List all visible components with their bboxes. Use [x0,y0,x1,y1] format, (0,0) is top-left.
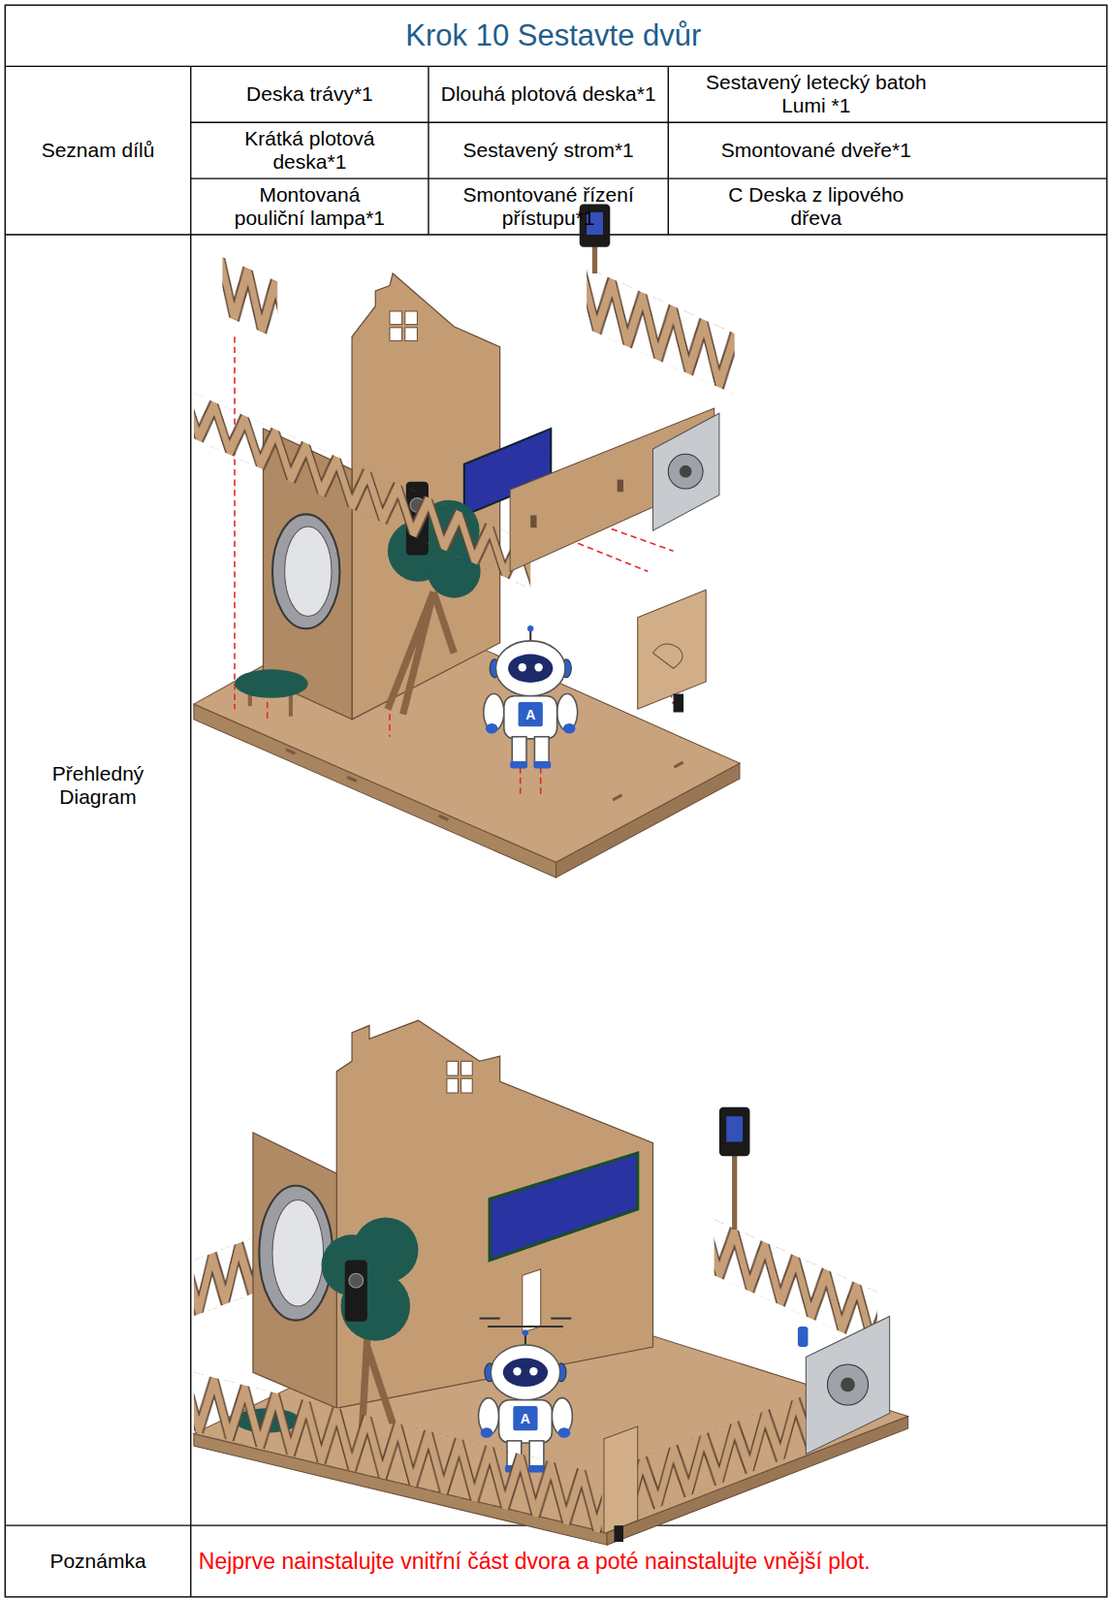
street-lamp [719,1107,751,1157]
part-name: Sestavený strom*1 [428,122,668,179]
servo-ring [258,1185,333,1321]
fan-hub [679,465,693,478]
plate-print [652,643,683,668]
window-pane [446,1060,459,1076]
table-border [4,4,1108,1597]
tree-trunk [362,1336,394,1429]
row-header: Poznámka [4,1524,191,1597]
slot [438,814,449,822]
bush-leg [288,694,293,717]
row-header: Přehledný Diagram [4,736,191,834]
part-name: Montovaná pouliční lampa*1 [190,178,429,235]
row-header: Seznam dílů [4,65,191,235]
fan [667,453,703,489]
long-fence [193,392,531,589]
house-window [446,1060,473,1093]
window-pane [389,311,403,325]
propellers [479,1318,572,1327]
note-text: Nejprve nainstalujte vnitřní část dvora … [190,1524,1108,1597]
table-rule [4,65,1108,67]
assembled-view [193,1019,909,1545]
step-title: Krok 10 Sestavte dvůr [4,4,1102,66]
connector [614,1524,624,1542]
part-name: C Deska z lipového dřeva [667,178,964,235]
robot [483,625,578,768]
window-pane [446,1078,459,1093]
access-plate [603,1426,638,1533]
long-fence [193,1371,603,1533]
window-pane [389,327,403,342]
guide-line [602,525,674,551]
fence [714,1218,878,1348]
connector [673,694,685,713]
sensor [345,1260,368,1322]
access-plate [637,589,707,709]
window-pane [405,327,418,342]
house-gable-wall [336,1019,653,1408]
table-rule [4,233,1108,235]
part-name: Krátká plotová deska*1 [190,122,429,179]
fan-hub [840,1377,856,1393]
slot [530,514,537,528]
window-pane [461,1060,474,1076]
table-rule [190,177,1108,179]
house-window [389,311,417,342]
table-grid [4,4,1108,1597]
lamp-post [592,245,598,274]
slot [285,747,296,755]
lcd-screen [489,1152,638,1260]
fence [586,267,735,395]
access-module [805,1315,889,1454]
part-name: Deska trávy*1 [190,65,429,123]
door-opening [522,1269,541,1333]
guide-line [519,766,522,795]
part-name: Sestavený letecký batoh Lumi *1 [667,65,964,123]
bush-leaves [234,668,309,698]
slot [617,479,624,493]
tree [320,1216,418,1429]
propeller [479,1317,501,1320]
connector [797,1326,809,1347]
exploded-view [193,203,740,878]
servo-ring [272,513,340,629]
slot [346,775,357,783]
short-fence [611,1394,806,1525]
tree-trunk [387,591,454,714]
table-rule [190,122,1108,124]
guide-line [539,766,542,795]
window-pane [405,311,418,325]
part-name: Dlouhá plotová deska*1 [428,65,668,123]
robot-letter: A [525,707,536,722]
short-fence [222,254,278,341]
part-name: Smontované řízení přístupu*1 [428,178,668,235]
fan [826,1364,868,1405]
guide-lines [234,336,674,796]
window-pane [461,1078,474,1093]
lamp-post [731,1152,737,1230]
lamp-light [726,1115,743,1142]
sensor-lens [349,1272,364,1288]
table-rule [190,65,191,1596]
guide-line [266,701,269,720]
fence [193,1234,260,1316]
board-slots [285,747,684,822]
slot [612,793,624,801]
access-module [652,412,719,531]
propeller [550,1317,572,1320]
round-window [272,1200,324,1306]
robot-letter: A [520,1411,531,1426]
propeller-arm [487,1325,564,1328]
guide-line [233,336,236,709]
table-rule [667,65,669,235]
part-name: Smontované dveře*1 [667,122,964,179]
slot [673,761,685,769]
table-rule [427,65,429,235]
bush [234,668,309,716]
round-window [285,526,332,617]
